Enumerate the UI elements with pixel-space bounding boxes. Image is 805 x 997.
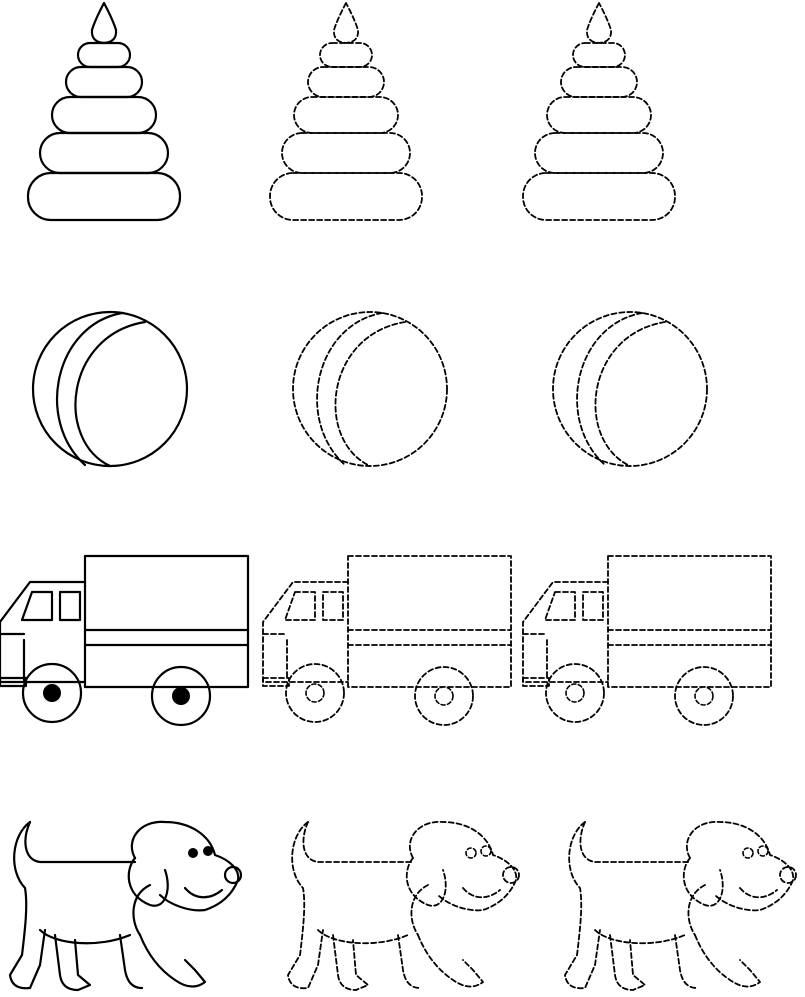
wheel-hub [43,684,61,702]
dog-dashed-3 [564,820,797,991]
pyramid-dashed-3 [522,2,676,221]
wheel-hub [434,686,454,706]
pyramid-dashed-2 [269,2,423,221]
wheel-hub [172,687,190,705]
wheel-hub [694,686,714,706]
dog-eye [757,845,769,857]
dog-eye [465,847,477,859]
ball-dashed-2 [292,311,448,467]
dog-eye [742,847,754,859]
ball-solid-1 [31,310,189,468]
dog-eye [480,845,492,857]
pyramid-solid-1 [26,1,182,222]
truck-dashed-3 [522,555,772,726]
wheel-hub [565,683,585,703]
truck-solid-1 [0,554,250,727]
dog-eye [203,846,213,856]
truck-dashed-2 [262,555,512,726]
ball-dashed-3 [552,311,708,467]
dog-eye [188,848,198,858]
dog-solid-1 [8,820,243,992]
dog-dashed-2 [287,820,520,991]
wheel-hub [305,683,325,703]
